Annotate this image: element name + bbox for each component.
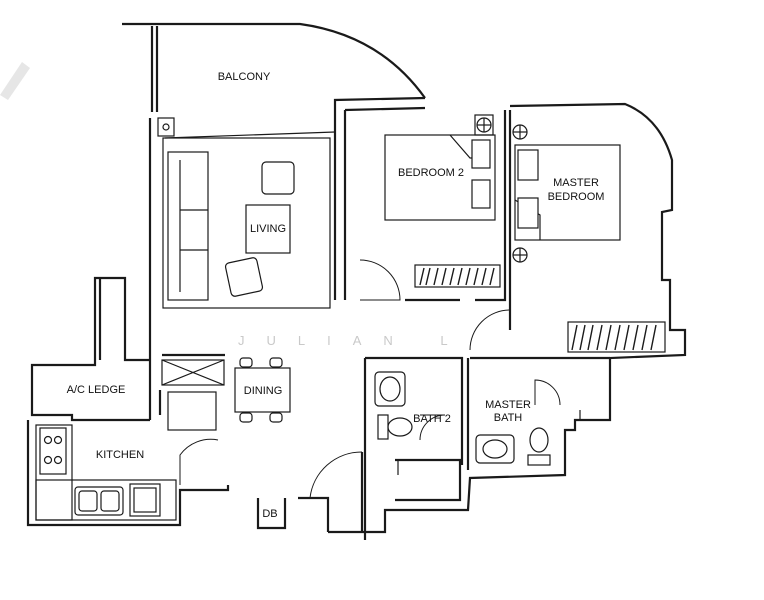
master-bath-basin [475,434,515,464]
sofa [167,151,209,301]
corner-mark [0,62,30,100]
kitchen-door [179,438,219,485]
label-kitchen: KITCHEN [96,449,144,461]
label-master-bedroom-2: BEDROOM [548,191,605,203]
armchair-top [261,161,295,195]
label-bath2: BATH 2 [413,413,451,425]
label-ac-ledge: A/C LEDGE [67,384,126,396]
shelf-cross [161,359,225,386]
living-rug [162,137,331,309]
washer [129,483,161,517]
label-balcony: BALCONY [218,71,271,83]
label-db: DB [262,508,277,520]
dining-chairs [239,357,283,423]
label-living: LIVING [250,223,286,235]
label-master-bedroom-1: MASTER [553,177,599,189]
wardrobe-master [567,321,666,353]
bath2-toilet [377,414,389,440]
label-dining: DINING [244,385,283,397]
coffee-table [245,204,291,254]
wardrobe-bedroom2 [414,264,501,288]
entrance-door [309,451,363,499]
kitchen-sink [74,486,124,516]
stove [39,427,67,475]
master-bath-toilet [527,454,551,466]
dining-table [234,367,291,413]
label-master-bath-2: BATH [494,412,523,424]
label-bedroom2: BEDROOM 2 [398,167,464,179]
interior-walls [98,106,610,540]
utility-box [157,117,175,137]
armchair-bottom [224,257,264,297]
fridge [167,391,217,431]
outer-walls [26,22,687,534]
room-labels: BALCONY BEDROOM 2 MASTER BEDROOM LIVING … [67,71,605,520]
label-master-bath-1: MASTER [485,399,531,411]
watermark: JULIAN L [238,333,470,348]
